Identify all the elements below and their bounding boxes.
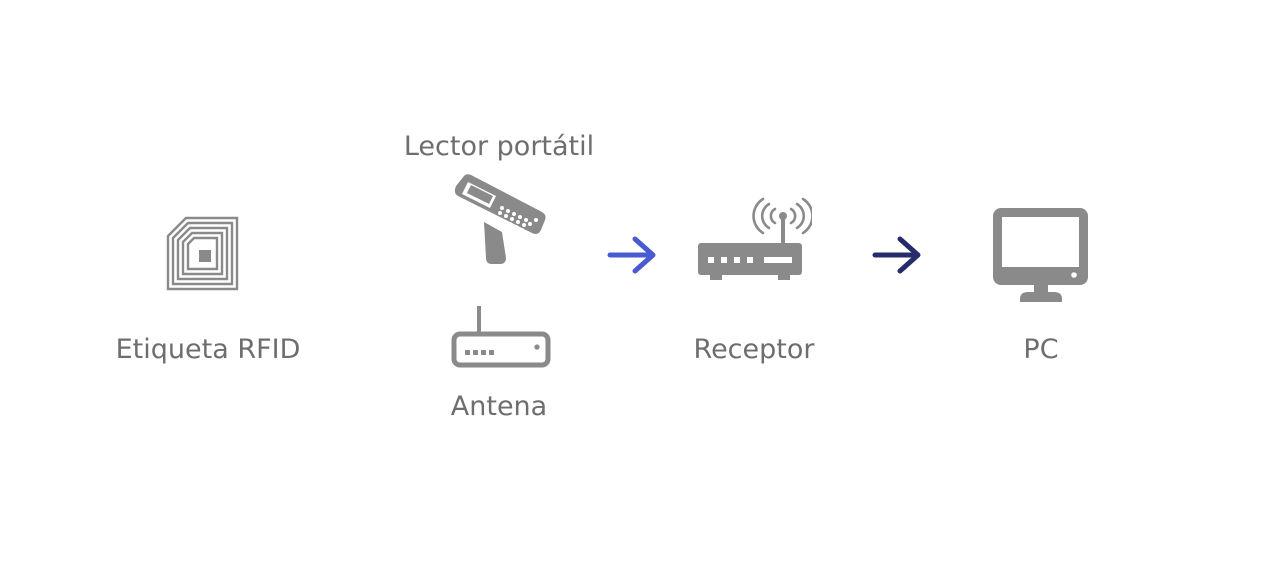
monitor-icon — [992, 207, 1090, 305]
receiver-label: Receptor — [693, 334, 815, 365]
pc-label: PC — [1023, 334, 1059, 365]
arrow-right-icon — [606, 234, 660, 276]
reader-label: Lector portátil — [403, 131, 595, 162]
rfid-tag-icon — [166, 216, 240, 292]
wireless-receiver-icon — [696, 196, 812, 284]
tag-label: Etiqueta RFID — [115, 334, 301, 365]
handheld-reader-icon — [450, 172, 550, 266]
antenna-router-icon — [451, 306, 551, 368]
antenna-label: Antena — [450, 391, 548, 422]
arrow-right-icon — [871, 234, 925, 276]
